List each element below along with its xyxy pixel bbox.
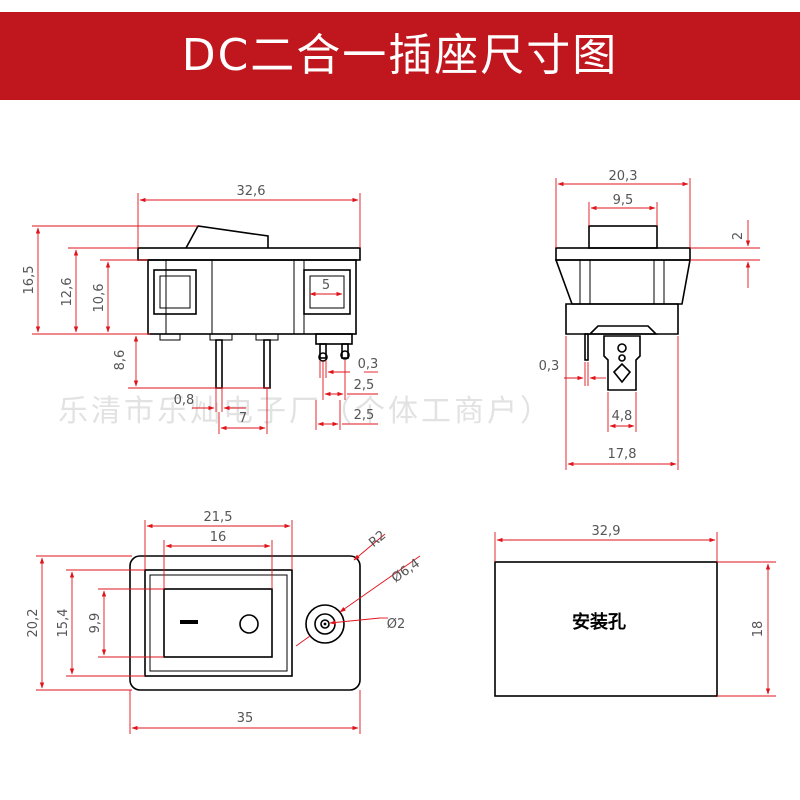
dim-panel-jack-inner: Ø2 — [387, 617, 406, 632]
page-title: DC二合一插座尺寸图 — [181, 30, 619, 81]
cutout-view: 安装孔 32,9 18 — [494, 524, 776, 697]
jack-pin-circle — [320, 619, 330, 629]
dim-side-pin-thickness: 0,3 — [539, 359, 560, 374]
side-body — [554, 259, 691, 305]
dim-panel-total-width: 35 — [237, 711, 254, 726]
front-window-right — [303, 269, 351, 315]
dim-side-terminal-width: 4,8 — [612, 409, 633, 424]
dim-front-window: 5 — [322, 278, 330, 293]
off-mark-icon — [239, 614, 259, 634]
dim-cutout-height: 18 — [751, 621, 766, 638]
panel-rocker — [163, 588, 273, 658]
dim-side-rocker-height: 2 — [731, 232, 746, 240]
front-rocker — [185, 225, 269, 249]
dim-front-pin-length: 8,6 — [113, 350, 128, 371]
dim-side-width: 20,3 — [609, 169, 638, 184]
side-flange — [555, 247, 691, 261]
front-window-left — [153, 269, 197, 315]
dim-panel-switch-width: 16 — [210, 530, 227, 545]
title-banner: DC二合一插座尺寸图 — [0, 12, 800, 100]
front-view: 32,6 16,5 12,6 10,6 8,6 5 0,8 7 — [22, 184, 378, 434]
cutout-rectangle — [494, 561, 718, 697]
side-pin — [584, 333, 589, 361]
jack-outer-circle — [305, 604, 345, 644]
dim-front-pin-thickness: 0,3 — [358, 357, 379, 372]
cutout-label: 安装孔 — [572, 611, 626, 633]
dim-front-width: 32,6 — [237, 184, 266, 199]
front-body — [147, 259, 357, 335]
dim-panel-inner-width: 21,5 — [204, 510, 233, 525]
dim-cutout-width: 32,9 — [592, 524, 621, 539]
front-pin-2 — [263, 339, 271, 389]
watermark-text: 乐清市乐灿电子厂（个体工商户） — [58, 394, 553, 429]
dim-front-terminal-b: 2,5 — [354, 408, 375, 423]
dim-front-height-12: 12,6 — [60, 278, 75, 307]
dim-panel-jack-outer: Ø6,4 — [389, 556, 423, 586]
dim-panel-switch-height: 9,9 — [88, 613, 103, 634]
front-pin-1 — [215, 339, 223, 389]
dim-front-total-height: 16,5 — [22, 266, 37, 295]
dim-front-height-10: 10,6 — [92, 284, 107, 313]
panel-switch-frame — [144, 569, 293, 677]
panel-outline — [129, 555, 361, 691]
dim-panel-inner-height: 15,4 — [56, 609, 71, 638]
front-flange — [137, 247, 361, 261]
dim-side-rocker-width: 9,5 — [613, 193, 634, 208]
dim-front-terminal-a: 2,5 — [354, 378, 375, 393]
side-jack — [603, 335, 641, 391]
dim-front-pin-width: 0,8 — [174, 393, 195, 408]
dim-front-pin-pitch: 7 — [239, 411, 247, 426]
dim-panel-total-height: 20,2 — [26, 609, 41, 638]
side-view: 20,3 9,5 2 0,3 4,8 17,8 — [539, 169, 760, 470]
side-rocker — [588, 225, 658, 249]
front-jack-base — [315, 333, 353, 345]
panel-view: 21,5 16 20,2 15,4 9,9 R2 Ø6,4 Ø2 — [26, 510, 423, 734]
on-mark-icon — [180, 620, 198, 624]
dim-side-bottom-width: 17,8 — [608, 447, 637, 462]
